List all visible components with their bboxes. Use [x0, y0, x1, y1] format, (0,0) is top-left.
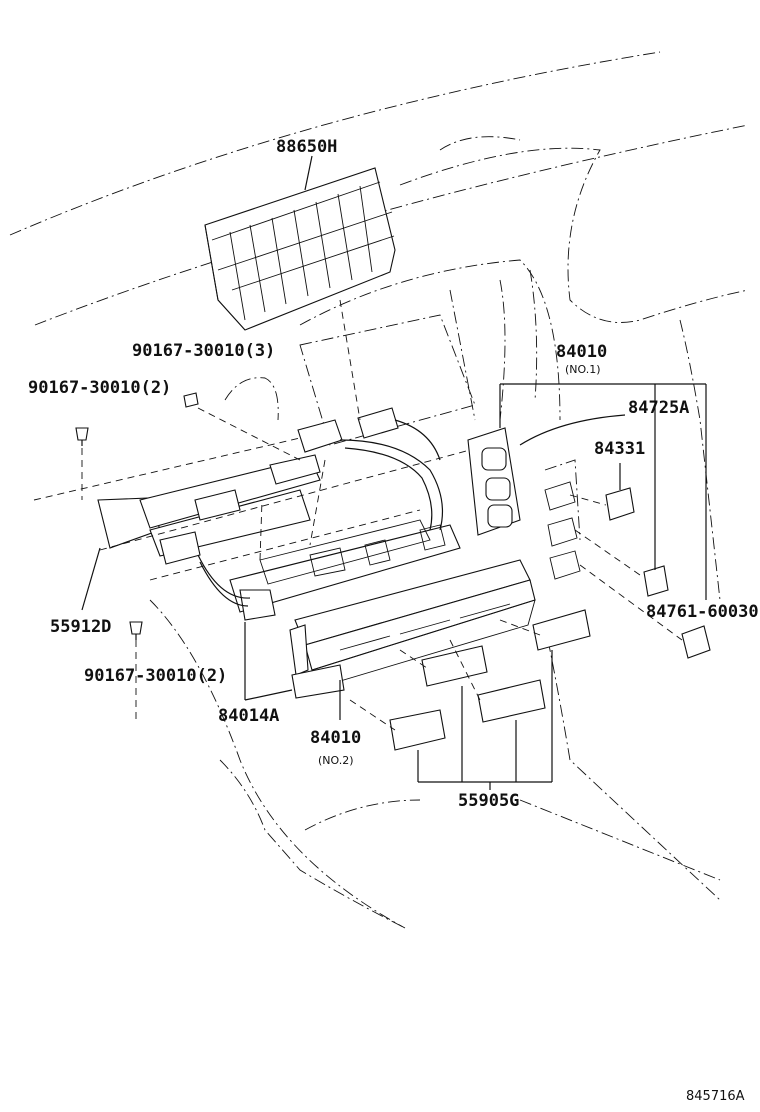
wire-harness [159, 407, 444, 607]
part-88650H [204, 167, 396, 331]
label-84010-bottom: 84010 [310, 728, 361, 748]
connector-tray [194, 454, 321, 521]
label-90167-30010-2b: 90167-30010(2) [84, 666, 227, 686]
label-88650H: 88650H [276, 137, 337, 157]
part-55905G [389, 609, 591, 751]
label-55905G: 55905G [458, 791, 519, 811]
label-90167-30010-3: 90167-30010(3) [132, 341, 275, 361]
part-84014A [289, 559, 536, 699]
label-84010-bottom-sub: (NO.2) [318, 754, 354, 767]
screen-outline [299, 314, 476, 446]
label-84010-top: 84010 [556, 342, 607, 362]
assembly-lines [33, 299, 683, 731]
label-90167-30010-2a: 90167-30010(2) [28, 378, 171, 398]
screws [75, 392, 199, 640]
label-84761-60030: 84761-60030 [646, 602, 759, 622]
label-84331: 84331 [594, 439, 645, 459]
label-84014A: 84014A [218, 706, 279, 726]
callouts: 88650H 90167-30010(3) 90167-30010(2) 840… [28, 137, 759, 1104]
panel-slots [544, 481, 581, 580]
dashboard-outline [9, 51, 749, 929]
leader-lines [81, 155, 707, 790]
reference-code: 845716A [686, 1089, 745, 1104]
knobs [605, 487, 711, 659]
label-84010-top-sub: (NO.1) [565, 363, 601, 376]
part-84010-no1 [467, 427, 521, 536]
label-55912D: 55912D [50, 617, 111, 637]
label-84725A: 84725A [628, 398, 689, 418]
